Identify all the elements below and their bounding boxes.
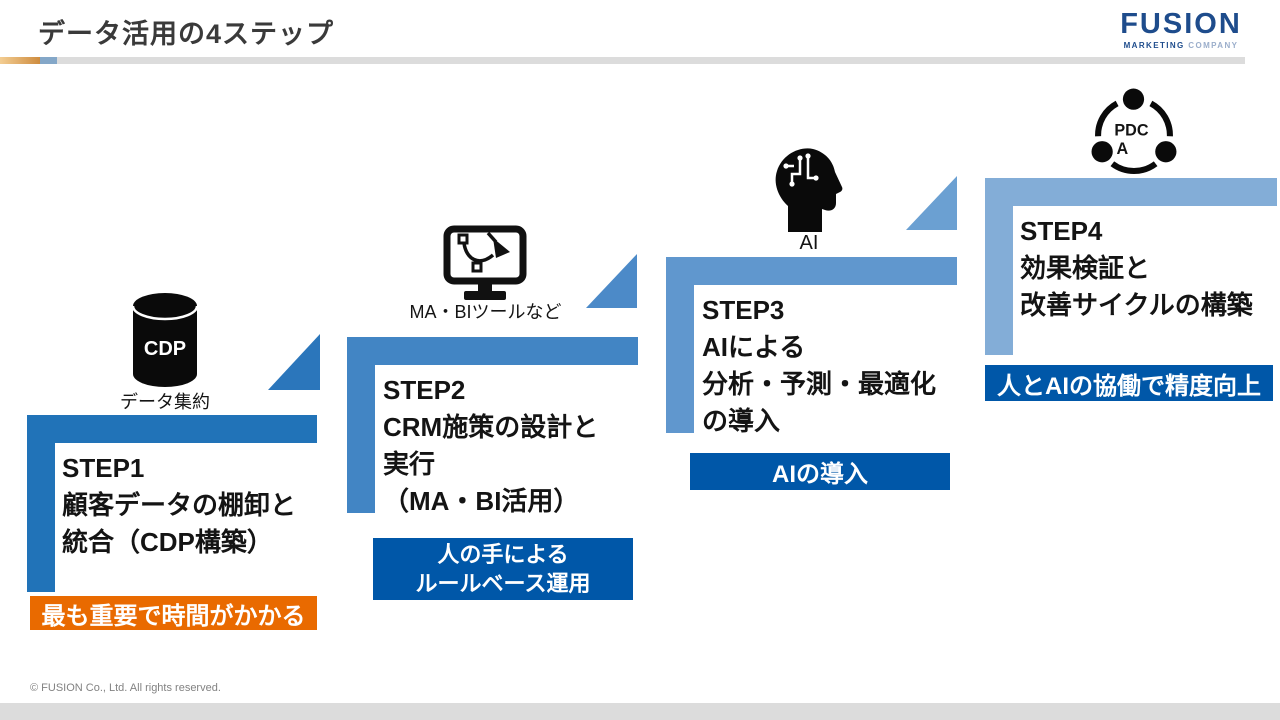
step4-text: STEP4 効果検証と 改善サイクルの構築: [1020, 216, 1253, 320]
page-title: データ活用の4ステップ: [38, 19, 335, 49]
pdca-cycle-icon: PDC A: [1091, 88, 1177, 175]
step3-bracket: [666, 257, 957, 433]
copyright-text: © FUSION Co., Ltd. All rights reserved.: [30, 682, 221, 694]
database-cdp-icon: CDP: [131, 293, 199, 387]
monitor-bezier-icon: [443, 225, 527, 300]
fusion-logo-tagline-company: COMPANY: [1188, 41, 1239, 50]
arrow-up-triangle-3: [906, 176, 957, 230]
step2-icon-label: MA・BIツールなど: [409, 302, 562, 322]
arrow-up-triangle-2: [586, 254, 637, 308]
fusion-logo: FUSION MARKETING COMPANY: [1113, 8, 1249, 50]
arrow-up-triangle-1: [268, 334, 320, 390]
title-underline-gray: [57, 57, 1245, 64]
step2-text: STEP2 CRM施策の設計と 実行 （MA・BI活用）: [383, 375, 599, 516]
step1-text: STEP1 顧客データの棚卸と 統合（CDP構築）: [62, 453, 297, 557]
pdca-icon-text-line1: PDC: [1114, 122, 1148, 140]
title-underline-blue: [40, 57, 57, 64]
step4-bracket: [985, 178, 1277, 355]
step1-bracket: [27, 415, 317, 592]
step1-badge: 最も重要で時間がかかる: [30, 596, 317, 630]
fusion-logo-wordmark: FUSION: [1120, 8, 1242, 40]
title-underline-orange: [0, 57, 40, 64]
bottom-strip: [0, 703, 1280, 720]
step3-text: STEP3 AIによる 分析・予測・最適化 の導入: [702, 295, 937, 436]
cdp-icon-text: CDP: [144, 338, 186, 360]
fusion-logo-tagline-marketing: MARKETING: [1123, 41, 1185, 50]
step3-badge: AIの導入: [690, 453, 950, 490]
step4-badge: 人とAIの協働で精度向上: [985, 365, 1273, 401]
step3-icon-label: AI: [799, 232, 819, 254]
fusion-logo-tagline: MARKETING COMPANY: [1113, 41, 1249, 50]
ai-head-icon: [775, 148, 843, 232]
step1-icon-label: データ集約: [120, 392, 210, 412]
pdca-icon-text-line2: A: [1117, 140, 1129, 158]
step2-bracket: [347, 337, 638, 513]
step2-badge: 人の手による ルールベース運用: [373, 538, 633, 600]
